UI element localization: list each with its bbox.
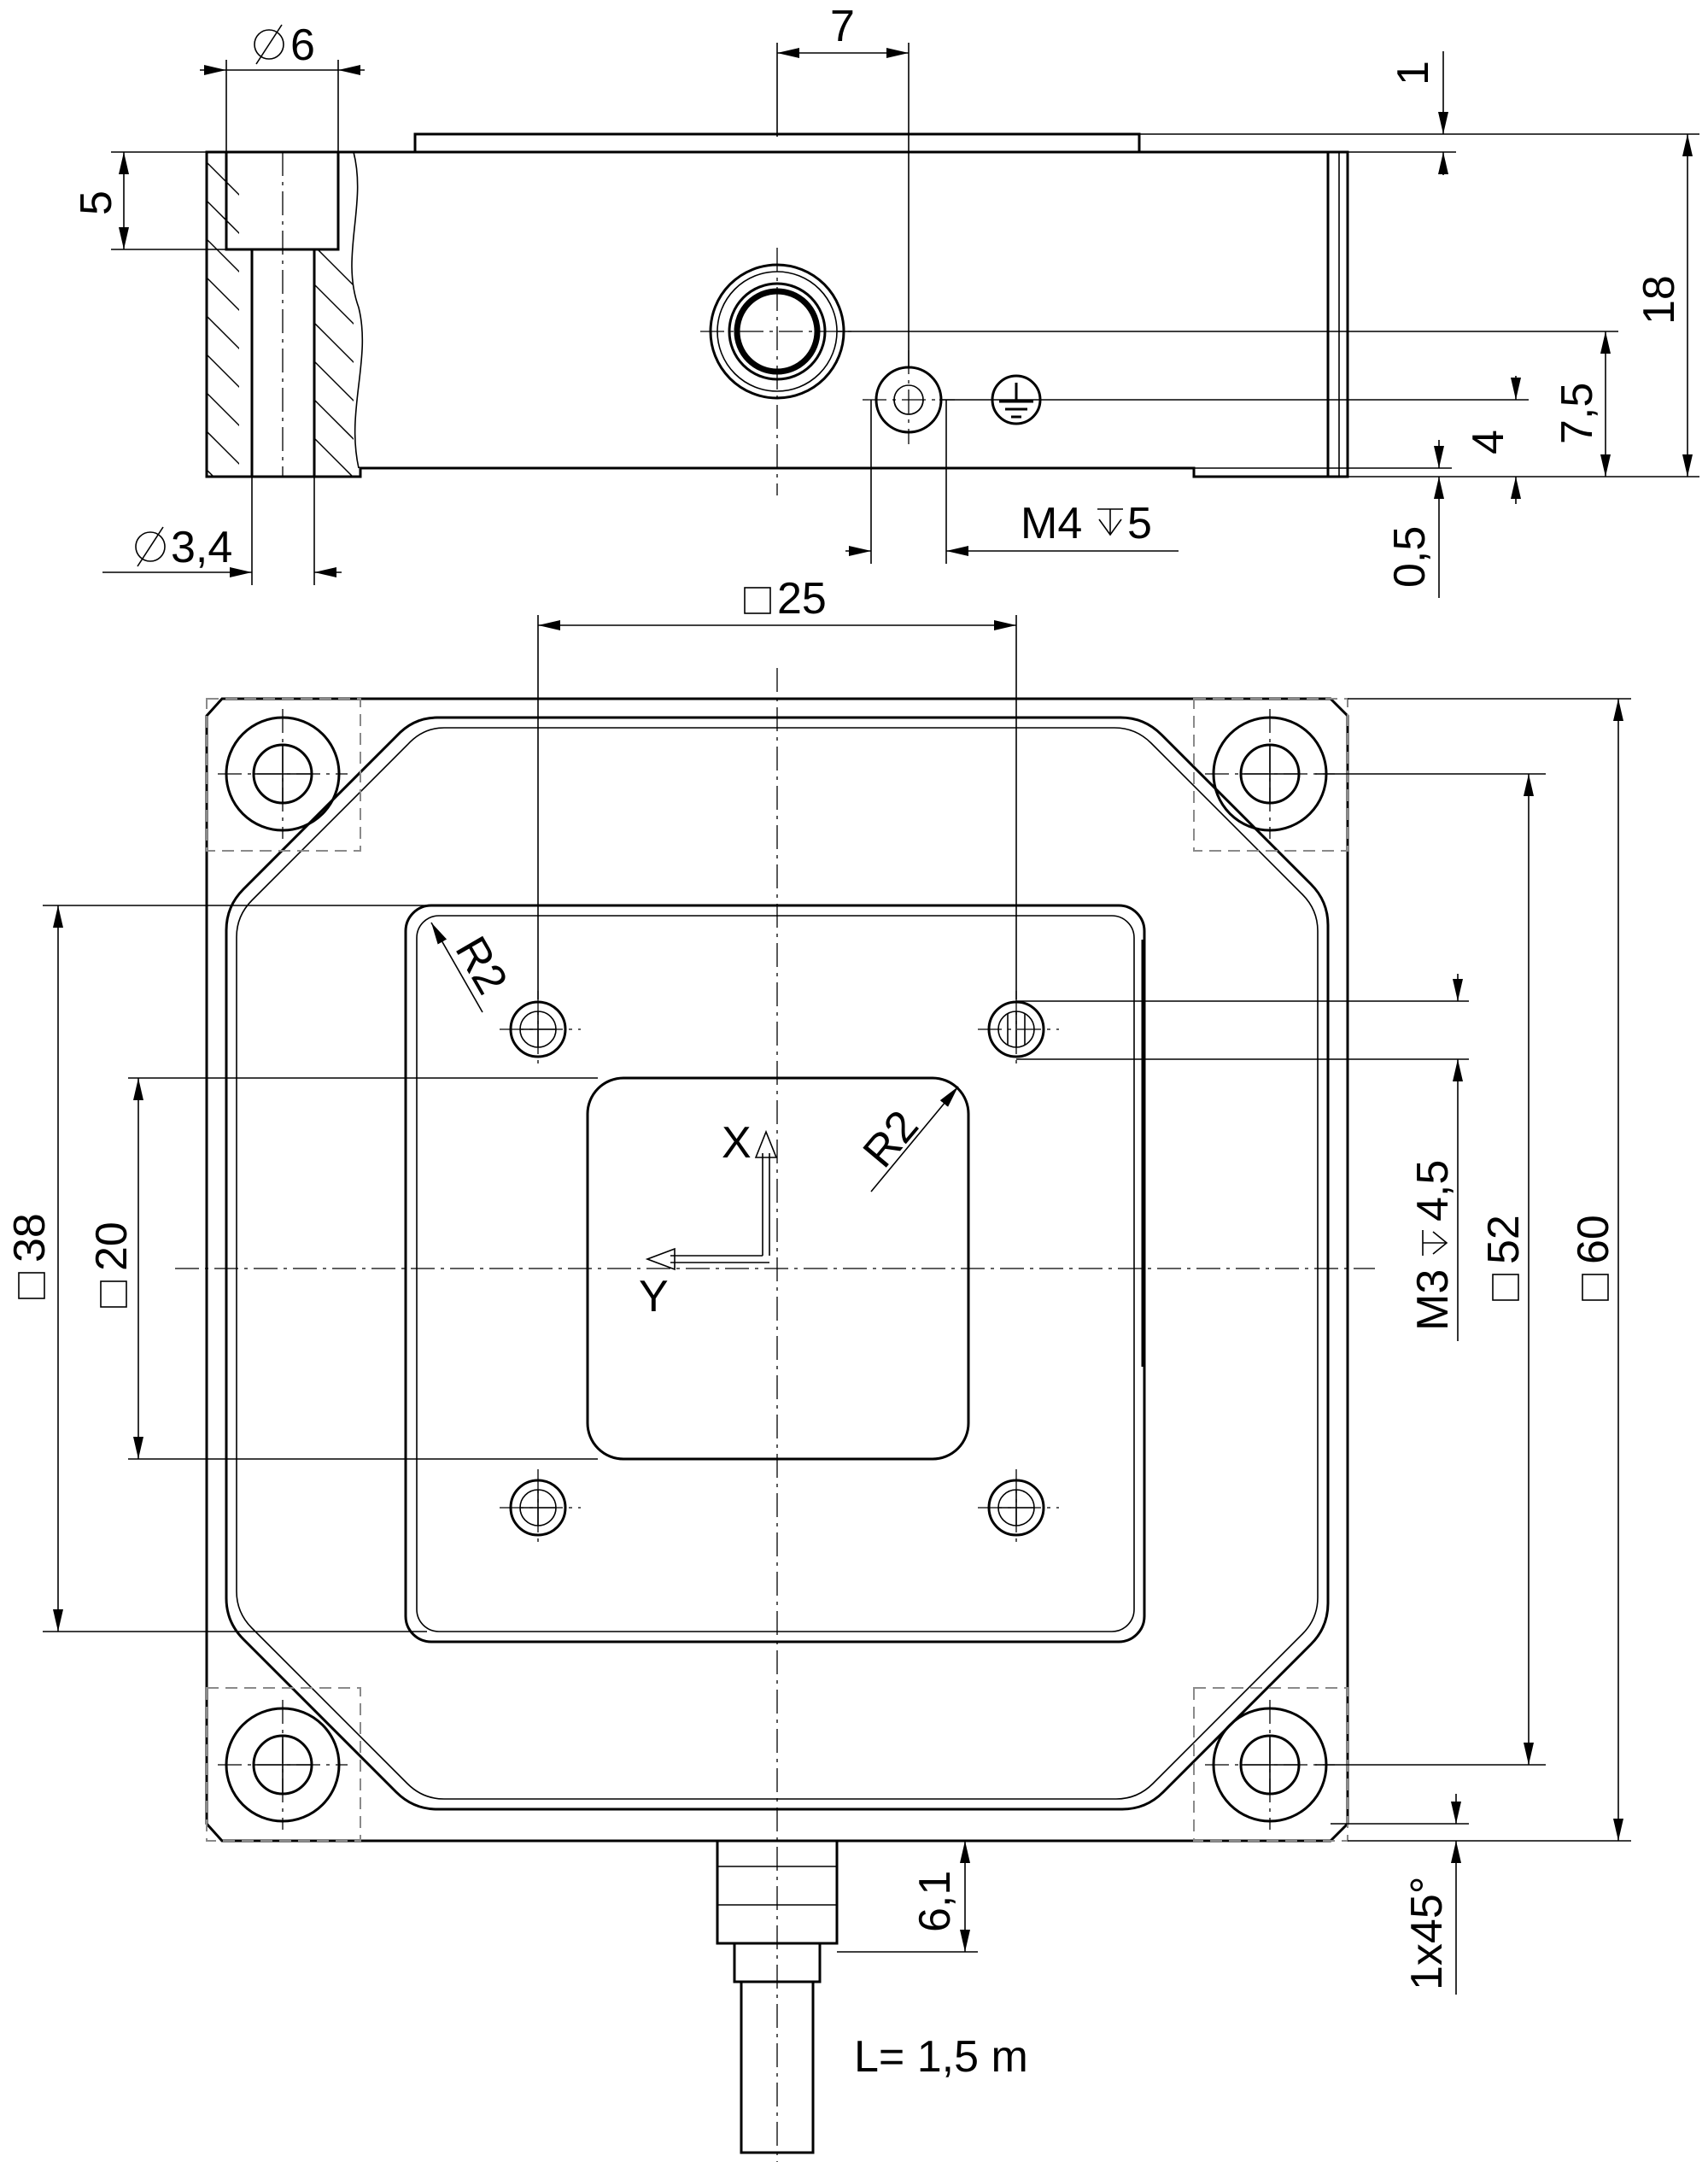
- square-icon: [1492, 1274, 1519, 1301]
- square-icon: [744, 587, 771, 614]
- diameter-icon: [254, 24, 284, 65]
- dim-m3-text: M3: [1408, 1269, 1458, 1331]
- dim-m4-depth-text: 5: [1127, 499, 1152, 548]
- dim-sq60: 60: [1348, 698, 1631, 1842]
- dim-m3-depth-text: 4,5: [1408, 1160, 1458, 1222]
- dim-sq52: 52: [1315, 773, 1546, 1766]
- dim-chamfer: 1x45°: [1331, 1794, 1469, 1995]
- dim-r2-inner-text: R2: [854, 1102, 928, 1177]
- dim-m4-text: M4: [1021, 499, 1082, 548]
- dim-18-text: 18: [1635, 275, 1684, 325]
- dim-7-5: 7,5: [837, 331, 1618, 477]
- platform-outer: [404, 904, 1146, 1643]
- square-icon: [100, 1280, 127, 1308]
- diameter-icon: [135, 526, 166, 567]
- depth-icon: [1422, 1230, 1448, 1256]
- cable-connector: [716, 1839, 839, 2154]
- plan-view: X Y L= 1,5 m 25 38: [5, 574, 1631, 2162]
- hatching-right: [314, 249, 354, 477]
- dim-sq20: 20: [87, 1077, 598, 1460]
- dim-5: 5: [72, 151, 226, 250]
- dim-sq25-text: 25: [777, 574, 827, 624]
- cable-length-text: L= 1,5 m: [854, 2032, 1028, 2082]
- dim-d3-4: 3,4: [102, 477, 342, 585]
- dim-1-text: 1: [1389, 61, 1438, 85]
- dim-d6-text: 6: [290, 21, 315, 70]
- dim-sq52-text: 52: [1479, 1215, 1529, 1264]
- dim-chamfer-text: 1x45°: [1402, 1876, 1452, 1990]
- dim-m3: M3 4,5: [1016, 974, 1469, 1341]
- dim-7: 7: [776, 2, 910, 367]
- dim-6-1-text: 6,1: [910, 1871, 960, 1932]
- dim-6-1: 6,1: [837, 1841, 978, 1953]
- dim-5-text: 5: [72, 190, 121, 215]
- side-break-line: [351, 151, 364, 469]
- dim-r2-outer: R2: [430, 922, 517, 1013]
- dim-sq25: 25: [537, 574, 1017, 999]
- dim-r2-inner: R2: [854, 1086, 959, 1192]
- housing-outline-outer: [225, 716, 1330, 1811]
- dim-7-5-text: 7,5: [1553, 383, 1602, 444]
- dim-sq20-text: 20: [87, 1222, 137, 1271]
- dim-1: 1: [1139, 51, 1456, 175]
- dim-r2-outer-text: R2: [446, 929, 517, 1003]
- dim-0-5-text: 0,5: [1385, 526, 1435, 588]
- dim-7-text: 7: [830, 2, 855, 51]
- dim-d3-4-text: 3,4: [171, 523, 232, 572]
- dim-d6: 6: [200, 21, 365, 152]
- square-icon: [1582, 1274, 1609, 1301]
- side-view: 6 7 5 1 18: [72, 2, 1699, 598]
- dim-sq38-text: 38: [5, 1213, 55, 1263]
- m3-hole-top-right: [978, 991, 1059, 1068]
- dim-0-5: 0,5: [1194, 440, 1452, 598]
- depth-icon: [1097, 508, 1123, 536]
- dim-18: 18: [1348, 133, 1699, 478]
- dim-sq60-text: 60: [1569, 1215, 1618, 1264]
- axis-y-label: Y: [639, 1272, 669, 1321]
- m3-hole-top-left: [500, 991, 581, 1068]
- dim-sq38: 38: [5, 905, 427, 1632]
- platform-inner: [416, 915, 1135, 1632]
- cable: [740, 1980, 815, 2154]
- mount-hole-top-left: [218, 709, 348, 839]
- counterbore-section: [207, 150, 354, 477]
- axis-x-label: X: [722, 1118, 752, 1168]
- dim-m4: M4 5: [845, 400, 1179, 564]
- mount-hole-bottom-left: [218, 1700, 348, 1830]
- axis-arrows: X Y: [639, 1118, 778, 1321]
- dim-4-text: 4: [1464, 430, 1513, 454]
- dim-4: 4: [939, 376, 1529, 504]
- hatching-left: [207, 161, 239, 477]
- side-connector: [700, 248, 854, 495]
- housing-outline-inner: [236, 727, 1319, 1800]
- m3-hole-bottom-right: [978, 1469, 1059, 1546]
- m3-hole-bottom-left: [500, 1469, 581, 1546]
- square-icon: [18, 1272, 45, 1299]
- side-top-plate: [413, 132, 1141, 154]
